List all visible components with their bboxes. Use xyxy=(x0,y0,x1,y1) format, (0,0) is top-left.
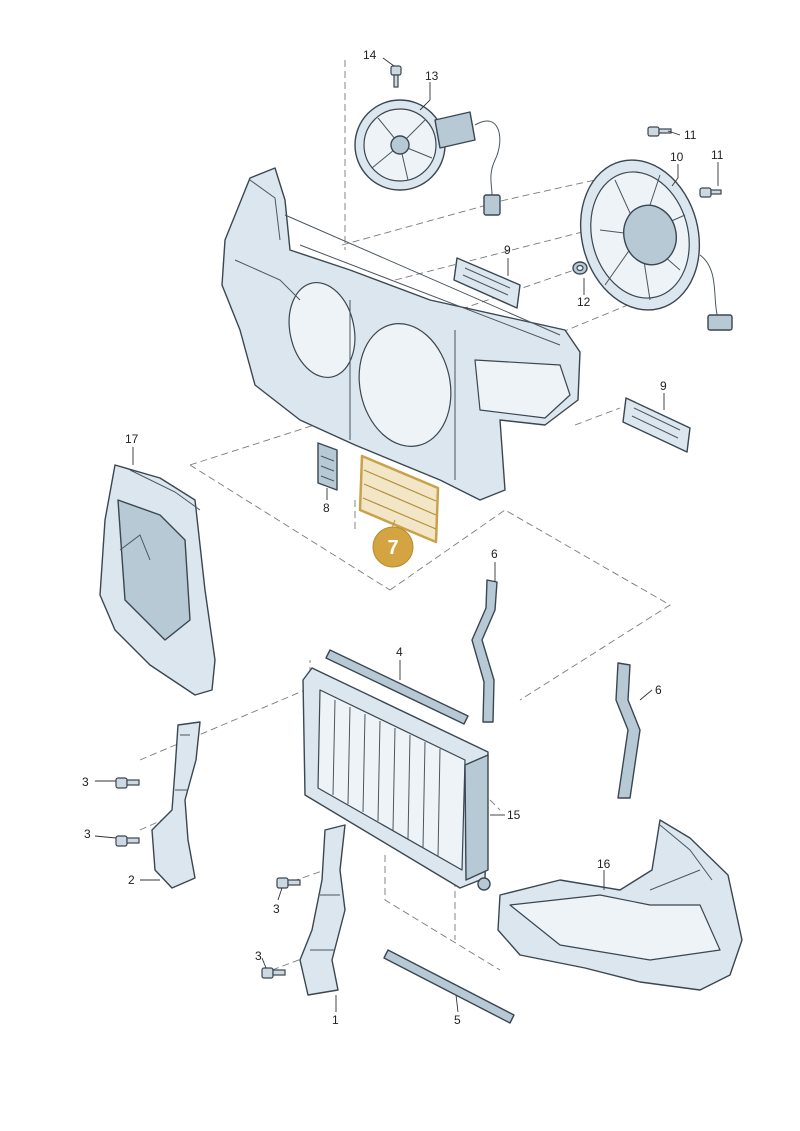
part-16-air-duct xyxy=(497,819,743,991)
callout-9-upper: 9 xyxy=(504,243,511,257)
callout-8: 8 xyxy=(323,501,330,515)
part-2-bracket xyxy=(151,721,201,889)
callout-13: 13 xyxy=(425,69,439,83)
assembly-guide-lines xyxy=(139,60,671,971)
leader-lines xyxy=(94,57,719,1013)
part-3-screws xyxy=(115,777,301,979)
callout-3-a: 3 xyxy=(82,775,89,789)
callout-3-b: 3 xyxy=(84,827,91,841)
part-17-air-duct xyxy=(99,464,216,696)
callout-10: 10 xyxy=(670,150,684,164)
callout-9-lower: 9 xyxy=(660,379,667,393)
radiator xyxy=(302,667,491,891)
part-1-bracket xyxy=(299,824,346,996)
part-9-bracket-upper xyxy=(453,257,521,309)
part-5-strip xyxy=(383,949,515,1024)
callout-5: 5 xyxy=(454,1013,461,1027)
callout-3-c: 3 xyxy=(273,902,280,916)
part-4-seal-strip xyxy=(325,649,469,725)
part-9-bracket-lower xyxy=(622,397,691,453)
callout-3-d: 3 xyxy=(255,949,262,963)
front-carrier xyxy=(221,167,581,501)
callout-labels: 14 13 11 10 11 9 12 9 17 8 6 4 6 3 15 3 … xyxy=(82,48,724,1027)
badge-label: 7 xyxy=(387,537,398,559)
callout-15: 15 xyxy=(507,808,521,822)
callout-16: 16 xyxy=(597,857,611,871)
callout-14: 14 xyxy=(363,48,377,62)
callout-17: 17 xyxy=(125,432,139,446)
part-10-fan xyxy=(579,159,733,331)
part-13-fan xyxy=(354,99,501,216)
part-8-grille xyxy=(317,442,338,491)
highlight-badge: 7 xyxy=(372,519,414,568)
callout-6-upper: 6 xyxy=(491,547,498,561)
part-6-hose-lower xyxy=(615,662,641,799)
callout-6-lower: 6 xyxy=(655,683,662,697)
callout-4: 4 xyxy=(396,645,403,659)
badge-circle xyxy=(372,526,414,568)
callout-2: 2 xyxy=(128,873,135,887)
part-12-nut xyxy=(572,261,588,275)
callout-11-upper: 11 xyxy=(684,128,697,142)
part-11-screws xyxy=(647,126,722,198)
part-14-screw xyxy=(390,65,402,88)
part-7-highlighted xyxy=(358,454,440,544)
callout-12: 12 xyxy=(577,295,591,309)
callout-1: 1 xyxy=(332,1013,339,1027)
callout-11-lower: 11 xyxy=(711,148,724,162)
part-6-hose-upper xyxy=(471,579,498,723)
